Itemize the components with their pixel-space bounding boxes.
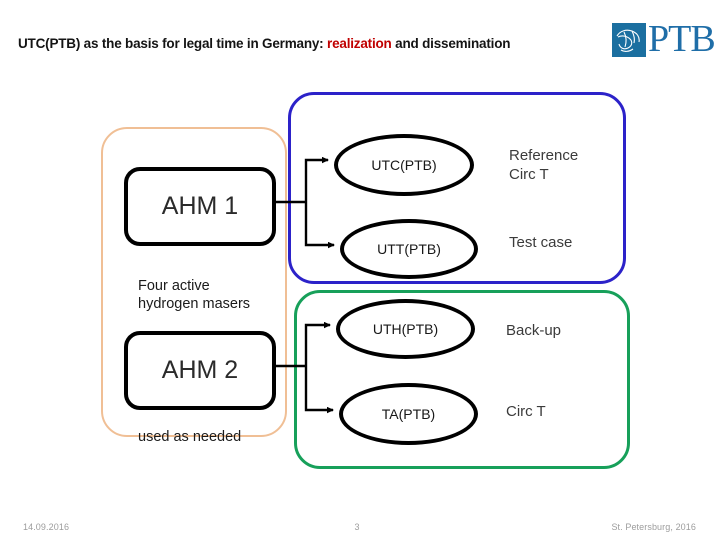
maser-box-ahm1[interactable]: AHM 1 xyxy=(124,167,276,246)
timescale-ellipse-ta-label: TA(PTB) xyxy=(381,406,436,422)
caption-used-as-needed: used as needed xyxy=(138,429,242,445)
ptb-logo-text: PTB xyxy=(648,18,714,60)
globe-icon xyxy=(612,23,646,57)
group-box-backup xyxy=(294,290,630,469)
role-label-uth: Back-up xyxy=(506,322,562,339)
maser-box-ahm1-label: AHM 1 xyxy=(161,192,239,220)
timescale-ellipse-utc[interactable]: UTC(PTB) xyxy=(334,134,474,196)
timescale-ellipse-uth-label: UTH(PTB) xyxy=(372,321,439,337)
footer-page-number: 3 xyxy=(354,522,360,532)
footer-place: St. Petersburg, 2016 xyxy=(611,522,696,532)
timescale-ellipse-utt-label: UTT(PTB) xyxy=(377,241,441,257)
timescale-ellipse-uth[interactable]: UTH(PTB) xyxy=(336,299,475,359)
group-box-reference xyxy=(288,92,626,284)
page-title-suffix: and dissemination xyxy=(391,36,511,51)
maser-box-ahm2-label: AHM 2 xyxy=(161,356,239,384)
timescale-ellipse-utt[interactable]: UTT(PTB) xyxy=(340,219,478,279)
role-label-ta: Circ T xyxy=(506,403,546,420)
page-title-prefix: UTC(PTB) as the basis for legal time in … xyxy=(18,36,328,51)
ptb-logo: PTB xyxy=(612,19,714,63)
caption-four-active-masers: Four active hydrogen masers xyxy=(138,278,251,312)
maser-box-ahm2[interactable]: AHM 2 xyxy=(124,331,276,410)
role-label-utc: Reference Circ T xyxy=(509,147,579,183)
group-box-masers xyxy=(101,127,287,437)
page-title-accent: realization xyxy=(327,36,392,51)
footer-date: 14.09.2016 xyxy=(23,522,70,532)
page-title: UTC(PTB) as the basis for legal time in … xyxy=(18,36,510,51)
timescale-ellipse-utc-label: UTC(PTB) xyxy=(371,157,437,173)
timescale-ellipse-ta[interactable]: TA(PTB) xyxy=(339,383,478,445)
role-label-utt: Test case xyxy=(509,234,573,251)
